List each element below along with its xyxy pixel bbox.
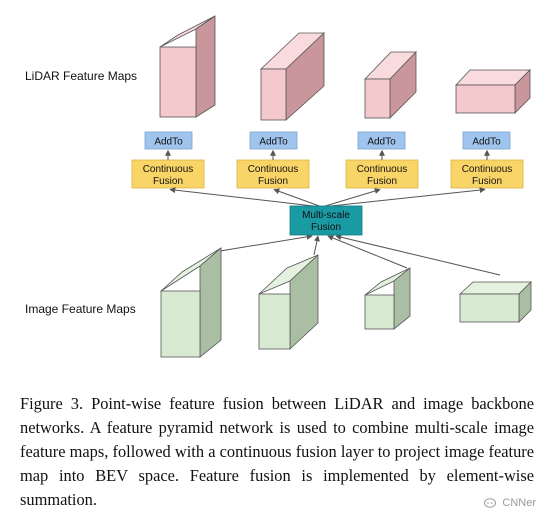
lidar-feature-map-1: [159, 15, 216, 118]
addto-label: AddTo: [154, 137, 183, 148]
fusion-architecture-diagram: LiDAR Feature Maps Image Feature Maps Ad…: [25, 15, 532, 358]
cf-to-addto-arrows: [165, 149, 490, 160]
continuous-fusion-label: Fusion: [472, 176, 502, 187]
multiscale-fusion-label: Fusion: [311, 222, 341, 233]
figure-caption: Figure 3. Point-wise feature fusion betw…: [20, 394, 534, 509]
continuous-fusion-box-4: Continuous Fusion: [450, 159, 524, 189]
image-feature-map-3: [364, 267, 411, 330]
image-feature-map-1: [160, 247, 222, 358]
watermark-text: CNNer: [502, 497, 536, 509]
addto-box-4: AddTo: [462, 131, 511, 150]
image-feature-map-4: [458, 281, 532, 323]
watermark: CNNer: [484, 497, 536, 509]
continuous-fusion-label: Continuous: [462, 164, 513, 175]
addto-box-3: AddTo: [357, 131, 406, 150]
multiscale-fusion-box: Multi-scale Fusion: [289, 205, 363, 236]
addto-label: AddTo: [472, 137, 501, 148]
image-to-multiscale-arrows: [219, 233, 501, 276]
lidar-feature-map-3: [364, 51, 417, 119]
continuous-fusion-label: Fusion: [367, 176, 397, 187]
continuous-fusion-label: Fusion: [153, 176, 183, 187]
continuous-fusion-label: Continuous: [357, 164, 408, 175]
lidar-feature-map-4: [455, 69, 531, 114]
addto-label: AddTo: [259, 137, 288, 148]
continuous-fusion-label: Continuous: [143, 164, 194, 175]
continuous-fusion-label: Fusion: [258, 176, 288, 187]
continuous-fusion-box-1: Continuous Fusion: [131, 159, 205, 189]
multiscale-fusion-label: Multi-scale: [302, 210, 350, 221]
continuous-fusion-box-2: Continuous Fusion: [236, 159, 310, 189]
multiscale-to-cf-arrows: [169, 187, 486, 208]
addto-box-1: AddTo: [144, 131, 193, 150]
addto-label: AddTo: [367, 137, 396, 148]
lidar-feature-maps-label: LiDAR Feature Maps: [25, 69, 137, 83]
continuous-fusion-label: Continuous: [248, 164, 299, 175]
continuous-fusion-box-3: Continuous Fusion: [345, 159, 419, 189]
lidar-feature-map-2: [259, 32, 326, 121]
image-feature-map-2: [258, 254, 319, 350]
image-feature-maps-label: Image Feature Maps: [25, 302, 136, 316]
chat-bubble-icon: [484, 497, 497, 508]
addto-box-2: AddTo: [249, 131, 298, 150]
